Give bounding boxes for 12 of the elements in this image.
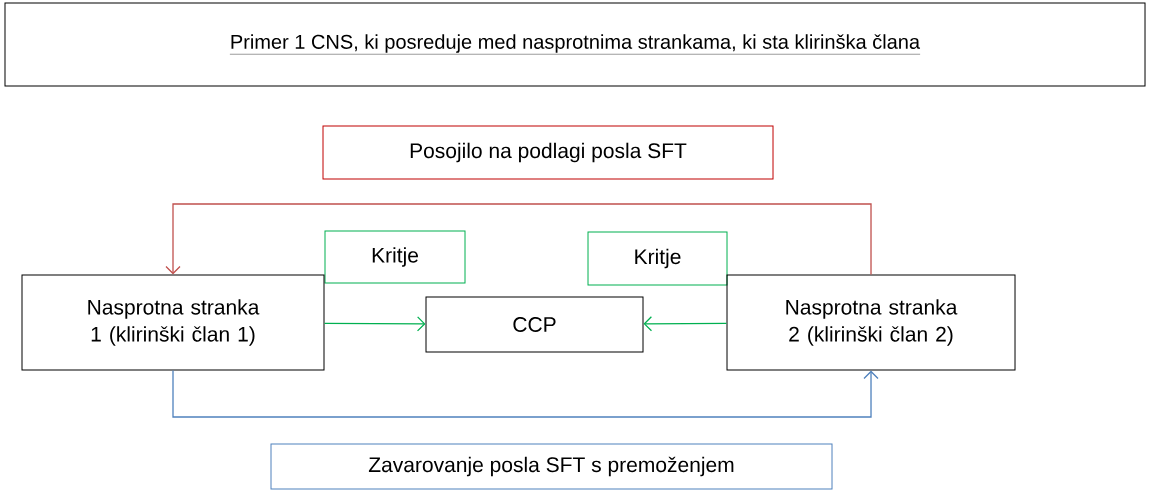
party-box: Nasprotna stranka 2 (klirinški član 2) [726, 274, 1016, 371]
label-box: Kritje [587, 231, 728, 286]
ccp-box: CCP [425, 296, 644, 353]
arrow [643, 316, 728, 332]
party-box: Nasprotna stranka 1 (klirinški član 1) [21, 274, 325, 371]
title-box: Primer 1 CNS, ki posreduje med nasprotnima strankama, ki sta klirinška člana [4, 2, 1146, 87]
label-box: Kritje [324, 230, 466, 284]
arrow [323, 316, 426, 332]
arrow [172, 369, 879, 418]
arrow [165, 203, 872, 276]
label-box: Zavarovanje posla SFT s premoženjem [270, 443, 833, 490]
label-box: Posojilo na podlagi posla SFT [322, 125, 774, 180]
